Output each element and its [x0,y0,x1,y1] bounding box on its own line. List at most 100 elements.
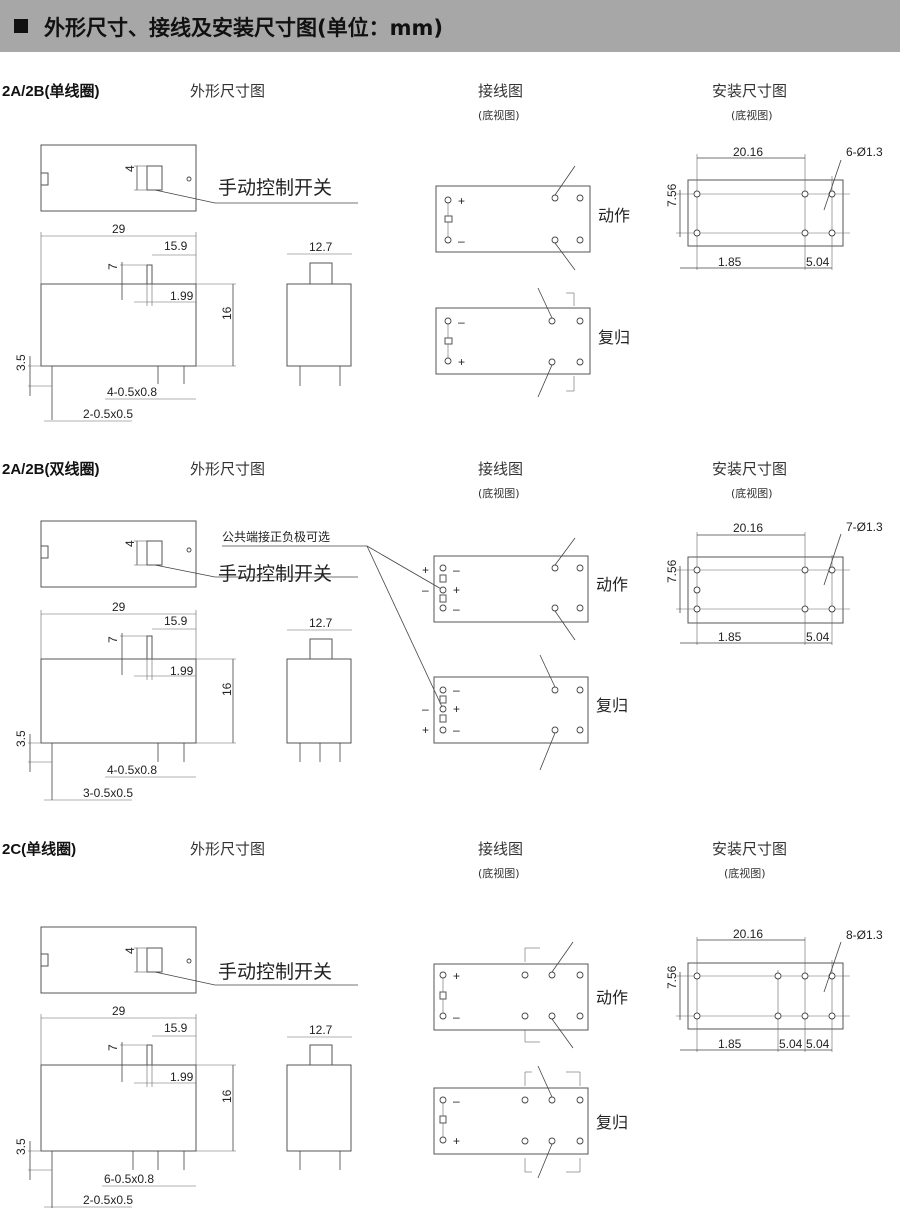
dim-switch-offset: 15.9 [164,239,188,253]
dim-pin-spec-b: 2-0.5x0.5 [83,407,133,421]
dim-pin-spec-a: 6-0.5x0.8 [104,1172,154,1186]
terminal-minus: – [453,602,460,616]
action-label: 动作 [596,988,628,1007]
dim-height: 16 [220,682,234,696]
wiring-subtitle: (底视图) [478,487,520,500]
coil-plus: + [458,194,465,208]
bullet-square-icon [14,19,28,33]
manual-switch-label: 手动控制开关 [218,177,332,199]
mount-offset: 1.85 [718,255,742,269]
dim-depth: 12.7 [309,240,333,254]
dim-pin-spec-b: 3-0.5x0.5 [83,786,133,800]
mount-row-pitch: 7.56 [665,965,679,989]
mount-offset: 1.85 [718,1037,742,1051]
dim-pin-length: 3.5 [14,1138,28,1155]
terminal-minus: – [453,563,460,577]
dim-switch-offset: 15.9 [164,1021,188,1035]
section-header: 外形尺寸、接线及安装尺寸图(单位：mm) [0,0,900,52]
mounting-diagram-1: 20.16 6-Ø1.3 7.56 1.85 5.04 [665,145,883,270]
mount-pitch-b: 5.04 [806,1037,830,1051]
terminal-minus: – [422,702,429,716]
reset-label: 复归 [596,1113,628,1132]
dim-switch-offset: 15.9 [164,614,188,628]
wiring-title: 接线图 [478,82,524,100]
outline-drawing-2: 4 手动控制开关 29 15.9 7 1.99 16 3.5 4-0.5x0.8… [14,520,358,801]
manual-switch-label: 手动控制开关 [218,563,332,585]
dim-switch-height: 4 [123,947,137,954]
terminal-minus: – [453,723,460,737]
wiring-title: 接线图 [478,460,524,478]
header-title: 外形尺寸、接线及安装尺寸图(单位：mm) [44,16,443,40]
dim-switch-gap: 1.99 [170,289,194,303]
dim-pin-length: 3.5 [14,730,28,747]
dim-width: 29 [112,600,126,614]
mount-holes: 8-Ø1.3 [846,928,883,942]
manual-switch-label: 手动控制开关 [218,961,332,983]
action-label: 动作 [596,575,628,594]
wiring-title: 接线图 [478,840,524,858]
coil-plus: + [453,969,460,983]
dim-depth: 12.7 [309,1023,333,1037]
coil-plus: + [453,1134,460,1148]
terminal-minus: – [453,683,460,697]
wiring-diagram-1: + – 动作 – + 复归 [435,165,630,398]
mount-offset: 1.85 [718,630,742,644]
wiring-diagram-2: 公共端接正负极可选 + – – + – 动作 – + – + – 复归 [222,529,628,771]
coil-minus: – [458,315,465,329]
dim-switch-protrusion: 7 [106,263,120,270]
mount-pitch-a: 5.04 [806,255,830,269]
coil-plus: + [458,355,465,369]
mount-span: 20.16 [733,927,763,941]
common-polarity-note: 公共端接正负极可选 [222,529,330,544]
mounting-subtitle: (底视图) [724,867,766,880]
dim-width: 29 [112,222,126,236]
mounting-diagram-3: 20.16 8-Ø1.3 7.56 1.85 5.04 5.04 [665,927,883,1052]
dim-switch-height: 4 [123,540,137,547]
terminal-plus: + [453,702,460,716]
mount-span: 20.16 [733,145,763,159]
outline-title: 外形尺寸图 [190,460,266,478]
coil-minus: – [453,1010,460,1024]
mounting-title: 安装尺寸图 [712,840,788,858]
dim-height: 16 [220,306,234,320]
wiring-subtitle: (底视图) [478,867,520,880]
mount-row-pitch: 7.56 [665,183,679,207]
dim-pin-spec-b: 2-0.5x0.5 [83,1193,133,1207]
dim-switch-gap: 1.99 [170,664,194,678]
terminal-plus: + [453,583,460,597]
coil-minus: – [458,234,465,248]
mount-holes: 7-Ø1.3 [846,520,883,534]
dim-pin-length: 3.5 [14,354,28,371]
coil-minus: – [453,1094,460,1108]
dim-switch-protrusion: 7 [106,1044,120,1051]
dim-depth: 12.7 [309,616,333,630]
reset-label: 复归 [598,328,630,347]
wiring-diagram-3: + – 动作 – + 复归 [433,941,628,1179]
mount-pitch-a: 5.04 [806,630,830,644]
dim-height: 16 [220,1089,234,1103]
outline-title: 外形尺寸图 [190,840,266,858]
wiring-subtitle: (底视图) [478,109,520,122]
dim-switch-height: 4 [123,165,137,172]
mount-pitch-a: 5.04 [779,1037,803,1051]
section-title-2c-single: 2C(单线圈) [2,841,77,858]
dim-switch-gap: 1.99 [170,1070,194,1084]
dim-pin-spec-a: 4-0.5x0.8 [107,385,157,399]
section-title-2a2b-double: 2A/2B(双线圈) [2,461,100,478]
mounting-subtitle: (底视图) [731,109,773,122]
mounting-title: 安装尺寸图 [712,82,788,100]
dim-width: 29 [112,1004,126,1018]
mounting-subtitle: (底视图) [731,487,773,500]
dim-pin-spec-a: 4-0.5x0.8 [107,763,157,777]
mount-holes: 6-Ø1.3 [846,145,883,159]
reset-label: 复归 [596,696,628,715]
mounting-title: 安装尺寸图 [712,460,788,478]
section-title-2a2b-single: 2A/2B(单线圈) [2,83,100,100]
terminal-minus: – [422,583,429,597]
dim-switch-protrusion: 7 [106,636,120,643]
mount-row-pitch: 7.56 [665,559,679,583]
outline-title: 外形尺寸图 [190,82,266,100]
action-label: 动作 [598,206,630,225]
mount-span: 20.16 [733,521,763,535]
